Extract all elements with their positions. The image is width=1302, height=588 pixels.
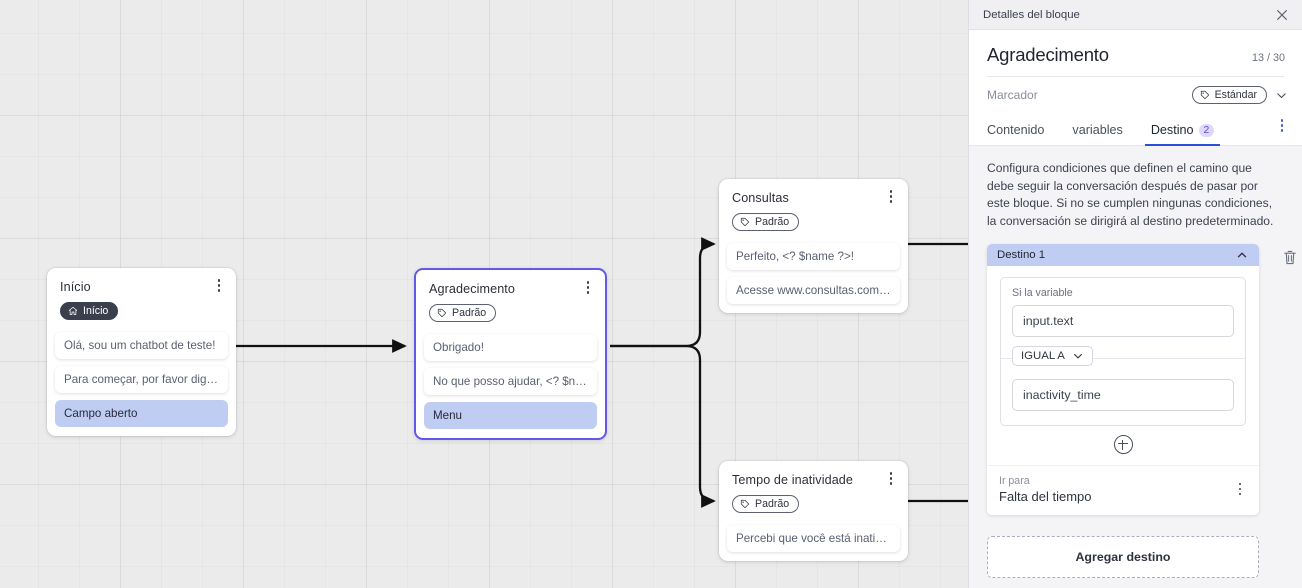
tab-destino-badge: 2 (1198, 123, 1215, 137)
node-title: Consultas (732, 191, 789, 205)
variable-input[interactable]: input.text (1012, 305, 1234, 337)
operator-divider (1001, 358, 1245, 359)
comparison-input[interactable]: inactivity_time (1012, 379, 1234, 411)
goto-section[interactable]: Ir para Falta del tiempo (987, 465, 1259, 515)
add-condition-row (987, 426, 1259, 465)
panel-tabs: Contenido variables Destino 2 (969, 114, 1302, 146)
home-icon (68, 306, 78, 315)
chevron-up-icon[interactable] (1235, 248, 1249, 262)
node-messages: Percebi que você está inativo. C... (719, 525, 908, 561)
tab-contenido[interactable]: Contenido (987, 122, 1045, 137)
node-message[interactable]: Perfeito, <? $name ?>! (727, 243, 900, 270)
node-badge-row: Padrão (416, 296, 605, 334)
tab-destino-label: Destino (1150, 122, 1194, 137)
node-title: Agradecimento (429, 282, 516, 296)
flow-canvas[interactable]: Início Início Olá, sou um chatbot de tes… (0, 0, 968, 588)
node-menu-icon[interactable] (581, 281, 595, 297)
panel-header: Detalles del bloque (969, 0, 1302, 30)
condition-label: Si la variable (1012, 287, 1073, 299)
node-message-highlighted[interactable]: Campo aberto (55, 400, 228, 427)
goto-label: Ir para (999, 475, 1030, 487)
node-badge-label: Padrão (452, 307, 487, 319)
edge-agradecimento-consultas (610, 237, 716, 348)
tag-icon (740, 499, 750, 509)
node-messages: Olá, sou um chatbot de teste! Para começ… (47, 332, 236, 436)
node-badge-label: Padrão (755, 498, 790, 510)
node-badge-label: Início (83, 305, 109, 317)
destination-header-label: Destino 1 (997, 249, 1046, 261)
tag-icon (1200, 90, 1209, 100)
chevron-down-icon (1073, 353, 1082, 359)
block-details-panel: Detalles del bloque Agradecimento 13 / 3… (968, 0, 1302, 588)
node-menu-icon[interactable] (884, 472, 898, 488)
node-message[interactable]: No que posso ajudar, <? $name ... (424, 368, 597, 395)
node-badge[interactable]: Início (60, 302, 119, 320)
node-messages: Obrigado! No que posso ajudar, <? $name … (416, 334, 605, 438)
node-messages: Perfeito, <? $name ?>! Acesse www.consul… (719, 243, 908, 313)
flow-node-inicio[interactable]: Início Início Olá, sou um chatbot de tes… (47, 268, 236, 436)
node-badge[interactable]: Padrão (429, 304, 497, 322)
tag-icon (740, 217, 750, 227)
goto-value: Falta del tiempo (999, 489, 1092, 504)
panel-header-title: Detalles del bloque (983, 8, 1080, 21)
operator-value: IGUAL A (1021, 350, 1065, 362)
close-icon[interactable] (1275, 8, 1289, 22)
panel-overflow-menu-icon[interactable] (1275, 119, 1289, 135)
destination-header[interactable]: Destino 1 (987, 244, 1259, 266)
operator-select[interactable]: IGUAL A (1012, 346, 1093, 366)
node-message[interactable]: Obrigado! (424, 334, 597, 361)
node-message[interactable]: Acesse www.consultas.com par... (727, 277, 900, 304)
divider (987, 76, 1284, 77)
goto-menu-icon[interactable] (1233, 482, 1247, 499)
tag-icon (437, 308, 447, 318)
node-message[interactable]: Olá, sou um chatbot de teste! (55, 332, 228, 359)
node-message-highlighted[interactable]: Menu (424, 402, 597, 429)
node-menu-icon[interactable] (884, 190, 898, 206)
destination-card: Destino 1 Si la variable input.text IGUA… (987, 244, 1259, 515)
node-header: Tempo de inatividade (719, 461, 908, 487)
flow-node-agradecimento[interactable]: Agradecimento Padrão Obrigado! No que po… (414, 268, 607, 440)
marcador-value-pill[interactable]: Estándar (1191, 86, 1267, 104)
node-header: Consultas (719, 179, 908, 205)
marcador-row: Marcador Estándar (969, 77, 1302, 114)
operator-row: IGUAL A (1001, 346, 1245, 370)
add-destination-button[interactable]: Agregar destino (987, 536, 1259, 578)
condition-box: Si la variable input.text IGUAL A inacti… (1000, 277, 1246, 426)
tab-variables[interactable]: variables (1072, 122, 1123, 137)
page-title: Agradecimento (987, 44, 1109, 65)
node-message[interactable]: Percebi que você está inativo. C... (727, 525, 900, 552)
marcador-value-label: Estándar (1214, 89, 1257, 101)
char-counter: 13 / 30 (1251, 52, 1285, 64)
node-title: Tempo de inatividade (732, 473, 854, 487)
plus-circle-icon[interactable] (1113, 435, 1133, 454)
node-badge-row: Padrão (719, 487, 908, 525)
flow-node-consultas[interactable]: Consultas Padrão Perfeito, <? $name ?>! … (719, 179, 908, 313)
node-badge[interactable]: Padrão (732, 213, 800, 231)
node-badge-row: Padrão (719, 205, 908, 243)
node-header: Agradecimento (416, 270, 605, 296)
edge-agradecimento-inatividade (610, 344, 716, 508)
node-message[interactable]: Para começar, por favor digite o ... (55, 366, 228, 393)
node-badge-label: Padrão (755, 216, 790, 228)
node-title: Início (60, 280, 91, 294)
panel-description: Configura condiciones que definen el cam… (987, 161, 1274, 228)
flow-node-tempo-de-inatividade[interactable]: Tempo de inatividade Padrão Percebi que … (719, 461, 908, 561)
node-badge[interactable]: Padrão (732, 495, 800, 513)
destination-block: Destino 1 Si la variable input.text IGUA… (987, 244, 1296, 515)
node-header: Início (47, 268, 236, 294)
panel-top-section: Agradecimento 13 / 30 Marcador Estándar … (969, 30, 1302, 146)
tab-destino[interactable]: Destino 2 (1144, 122, 1221, 146)
node-menu-icon[interactable] (212, 279, 226, 295)
block-title-row: Agradecimento 13 / 30 (969, 30, 1302, 76)
chevron-down-icon[interactable] (1275, 89, 1288, 102)
node-badge-row: Início (47, 294, 236, 332)
trash-icon[interactable] (1282, 249, 1298, 266)
marcador-label: Marcador (987, 88, 1038, 102)
